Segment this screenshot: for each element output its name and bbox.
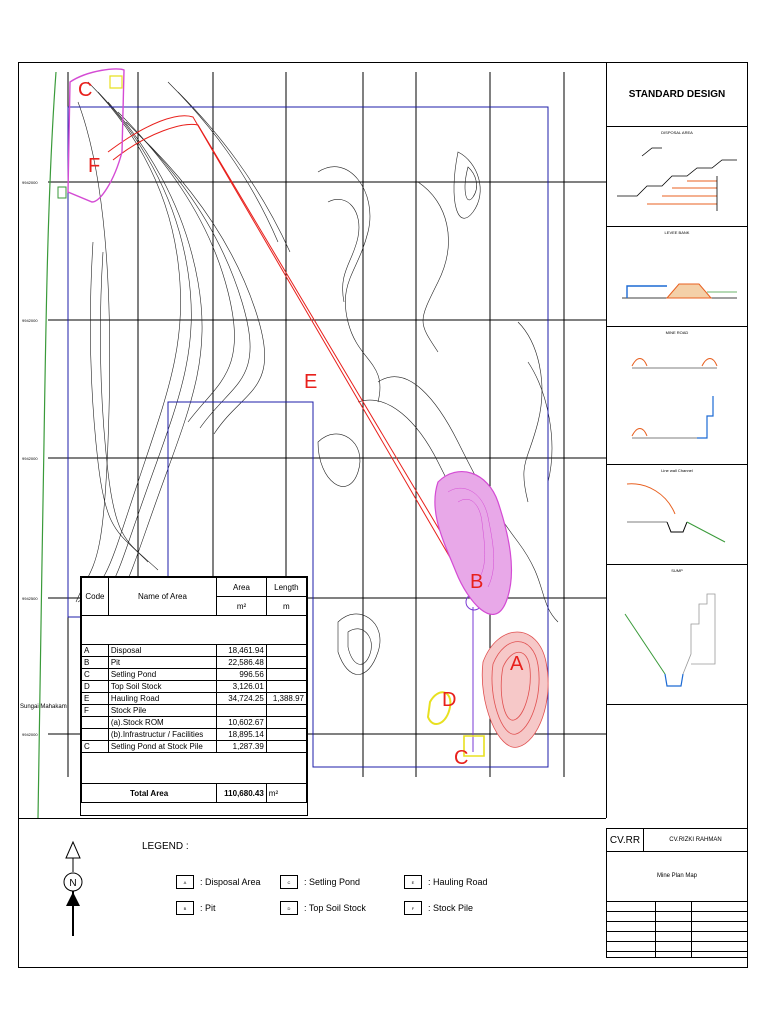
col-length-header: Length (265, 577, 308, 597)
stock-pile-area (67, 68, 125, 203)
setling-pond-area (463, 735, 485, 757)
col-name-header: Name of Area (107, 577, 218, 616)
area-label-c2: C (454, 747, 468, 769)
title-block: CV.RR CV.RIZKI RAHMAN Mine Plan Map (606, 828, 748, 958)
table-row: E Hauling Road 34,724.25 1,388.97 (81, 692, 308, 705)
panel-levee-bank: LEVEE BANK (607, 226, 747, 327)
table-row: B Pit 22,586.48 (81, 656, 308, 669)
table-row: C Setling Pond at Stock Pile 1,287.39 (81, 740, 308, 753)
north-label: N (69, 878, 76, 889)
table-row: C Setling Pond 996.56 (81, 668, 308, 681)
panel-title: MINE ROAD (665, 330, 689, 335)
disposal-section-diagram (617, 147, 737, 211)
levee-section-diagram (622, 283, 737, 299)
pit-area (434, 471, 513, 615)
area-label-c: C (78, 79, 92, 101)
channel-diagram (626, 483, 726, 543)
top-soil-area (426, 691, 452, 726)
legend-item: C: Setling Pond (280, 875, 360, 889)
table-row: (a).Stock ROM 10,602.67 (81, 716, 308, 729)
panel-title: Line wall Channel (661, 468, 693, 473)
legend-item: D: Top Soil Stock (280, 901, 366, 915)
drawing-frame (18, 62, 748, 968)
table-row: D Top Soil Stock 3,126.01 (81, 680, 308, 693)
col-area-header: Area (216, 577, 267, 597)
river-line (37, 71, 57, 818)
table-row: (b).Infrastructur / Facilities 18,895.14 (81, 728, 308, 741)
panel-sump: SUMP (607, 564, 747, 705)
area-label-b: B (470, 571, 483, 593)
sump-diagram (624, 593, 716, 687)
legend-item: B: Pit (176, 901, 216, 915)
drawing-title: Mine Plan Map (607, 851, 747, 902)
grid-label-y: 9942500 (22, 596, 38, 601)
col-code-header: Code (81, 577, 109, 616)
title-block-header: CV.RR CV.RIZKI RAHMAN (607, 829, 747, 852)
disposal-area (481, 631, 549, 748)
grid-label-y: 9942000 (22, 318, 38, 323)
total-value: 110,680.43 (216, 783, 267, 803)
grid-label-y: 9942000 (22, 180, 38, 185)
area-label-d: D (442, 689, 456, 711)
area-label-a: A (510, 653, 524, 675)
col-area-unit: m² (216, 596, 267, 616)
legend-title: LEGEND : (142, 841, 189, 852)
company-name: CV.RIZKI RAHMAN (669, 837, 722, 843)
legend-item: E: Hauling Road (404, 875, 488, 889)
mine-road-diagram (631, 358, 718, 439)
panel-disposal-area: DISPOSAL AREA (607, 126, 747, 227)
legend-item: F: Stock Pile (404, 901, 473, 915)
table-row: A Disposal 18,461.94 (81, 644, 308, 657)
standard-design-panel: STANDARD DESIGN DISPOSAL AREA LEVEE BANK… (606, 62, 748, 818)
grid-label-y: 9942000 (22, 456, 38, 461)
col-length-unit: m (265, 596, 308, 616)
total-unit: m² (265, 783, 308, 803)
panel-title: LEVEE BANK (664, 230, 690, 235)
area-label-e: E (304, 371, 317, 393)
area-label-f: F (88, 155, 100, 177)
grid-label-y: 9942000 (22, 732, 38, 737)
table-row: F Stock Pile (81, 704, 308, 717)
total-label: Total Area (80, 783, 218, 803)
contour-lines (75, 81, 559, 675)
legend-item: A: Disposal Area (176, 875, 261, 889)
legend: LEGEND : A: Disposal Area C: Setling Pon… (18, 818, 606, 968)
panel-title: SUMP (671, 568, 683, 573)
panel-mine-road: MINE ROAD (607, 326, 747, 465)
north-arrow-icon: N (63, 840, 83, 936)
standard-design-title: STANDARD DESIGN (607, 62, 747, 127)
total-row: Total Area 110,680.43 m² (80, 783, 308, 803)
panel-title: DISPOSAL AREA (661, 130, 693, 135)
company-short: CV.RR (607, 829, 644, 851)
river-label: Sungai Mahakam (20, 704, 67, 710)
area-table: Code Name of Area Area Length m² m A Dis… (80, 576, 308, 816)
mine-plan-map: 9942000 9942000 9942000 9942500 9942000 … (20, 68, 606, 818)
panel-line-wall-channel: Line wall Channel (607, 464, 747, 565)
